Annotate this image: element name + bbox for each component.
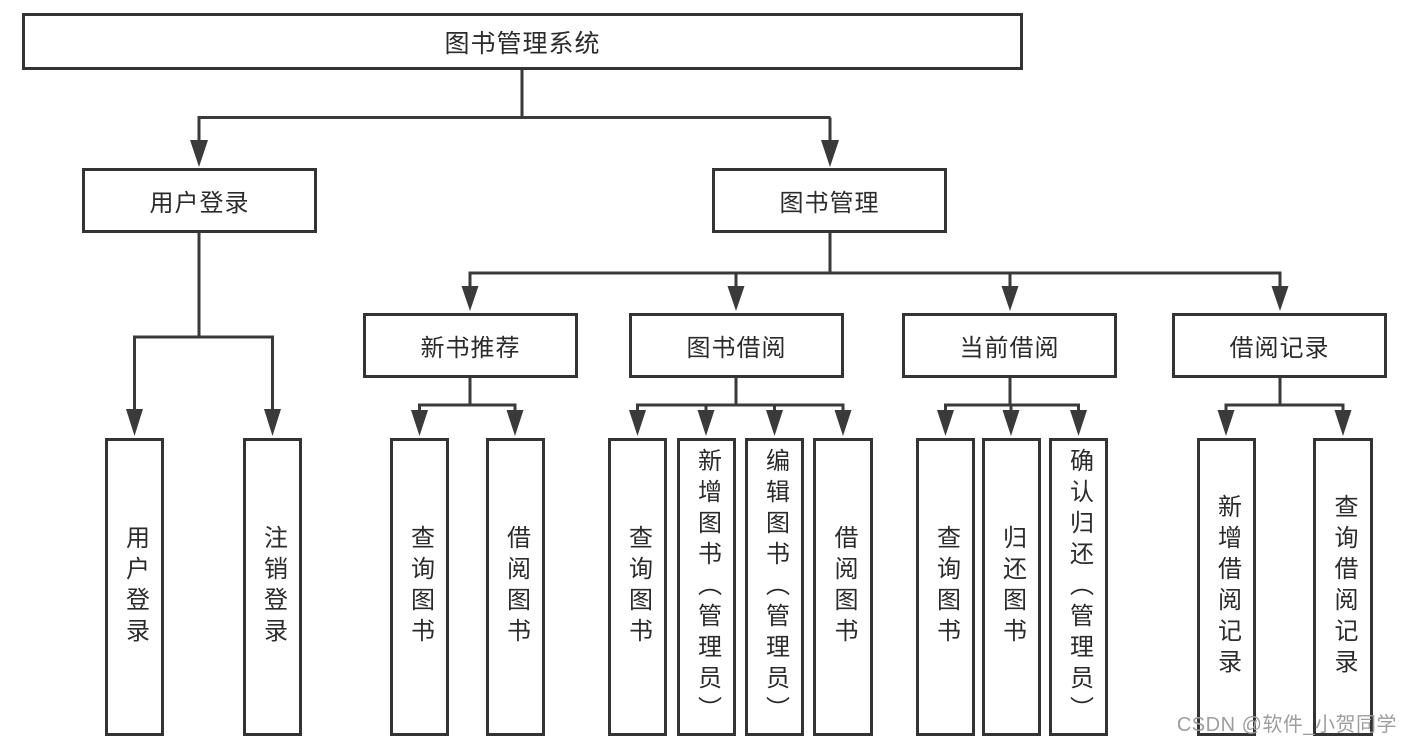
leaf-borrow-query-book-label: 查询图书 (624, 525, 652, 649)
node-new-book-rec-label: 新书推荐 (420, 335, 521, 362)
node-root-label: 图书管理系统 (444, 29, 601, 58)
node-borrow-records-label: 借阅记录 (1229, 335, 1330, 362)
node-user-login-label: 用户登录 (149, 190, 250, 217)
csdn-watermark: CSDN @软件_小贺同学 (1176, 714, 1397, 736)
edge-current-children (944, 377, 1080, 411)
leaf-confirm-return-admin-label: 确认归还（管理员） (1065, 447, 1093, 727)
edge-bookmgmt-sections (468, 233, 1282, 288)
leaf-rec-query-book: 查询图书 (390, 438, 449, 736)
leaf-query-borrow-record-label: 查询借阅记录 (1330, 494, 1357, 680)
arrowheads-level2 (190, 140, 839, 167)
node-book-borrow: 图书借阅 (629, 313, 844, 378)
edge-root-to-level2 (197, 70, 832, 142)
node-user-login: 用户登录 (82, 168, 317, 233)
leaf-return-book-label: 归还图书 (998, 525, 1026, 649)
leaf-rec-borrow-book-label: 借阅图书 (502, 525, 530, 649)
node-new-book-rec: 新书推荐 (363, 313, 578, 378)
leaf-current-query-book-label: 查询图书 (932, 525, 960, 649)
arrowheads-newbook-children (411, 410, 524, 436)
leaf-logout-label: 注销登录 (259, 525, 287, 649)
edge-newbook-children (418, 377, 517, 411)
arrowheads-bookmgmt-sections (461, 286, 1289, 311)
leaf-edit-book-admin-label: 编辑图书（管理员） (761, 447, 789, 727)
leaf-borrow-book-label: 借阅图书 (830, 525, 857, 649)
leaf-borrow-book: 借阅图书 (813, 438, 873, 736)
arrowheads-records-children (1217, 410, 1352, 436)
arrowheads-userlogin-children (126, 409, 281, 436)
leaf-borrow-query-book: 查询图书 (608, 438, 667, 736)
node-book-mgmt: 图书管理 (712, 168, 947, 233)
leaf-confirm-return-admin: 确认归还（管理员） (1049, 438, 1108, 736)
arrowheads-current-children (937, 410, 1087, 436)
edge-records-children (1224, 377, 1345, 411)
arrowheads-borrow-children (629, 410, 852, 436)
leaf-current-query-book: 查询图书 (916, 438, 975, 736)
node-root-system: 图书管理系统 (22, 13, 1023, 70)
leaf-query-borrow-record: 查询借阅记录 (1313, 438, 1373, 736)
leaf-edit-book-admin: 编辑图书（管理员） (745, 438, 804, 736)
leaf-rec-borrow-book: 借阅图书 (486, 438, 545, 736)
leaf-user-login: 用户登录 (105, 438, 164, 736)
node-book-borrow-label: 图书借阅 (686, 335, 787, 362)
leaf-add-book-admin-label: 新增图书（管理员） (693, 447, 721, 727)
node-current-borrow-label: 当前借阅 (959, 335, 1060, 362)
edge-borrow-children (636, 377, 845, 411)
edge-userlogin-children (133, 233, 274, 410)
leaf-rec-query-book-label: 查询图书 (406, 525, 434, 649)
leaf-add-borrow-record: 新增借阅记录 (1197, 438, 1256, 736)
node-current-borrow: 当前借阅 (902, 313, 1117, 378)
leaf-user-login-label: 用户登录 (121, 525, 149, 649)
leaf-logout: 注销登录 (243, 438, 302, 736)
node-book-mgmt-label: 图书管理 (779, 190, 880, 217)
leaf-return-book: 归还图书 (982, 438, 1041, 736)
node-borrow-records: 借阅记录 (1172, 313, 1387, 378)
leaf-add-borrow-record-label: 新增借阅记录 (1213, 494, 1241, 680)
leaf-add-book-admin: 新增图书（管理员） (677, 438, 736, 736)
